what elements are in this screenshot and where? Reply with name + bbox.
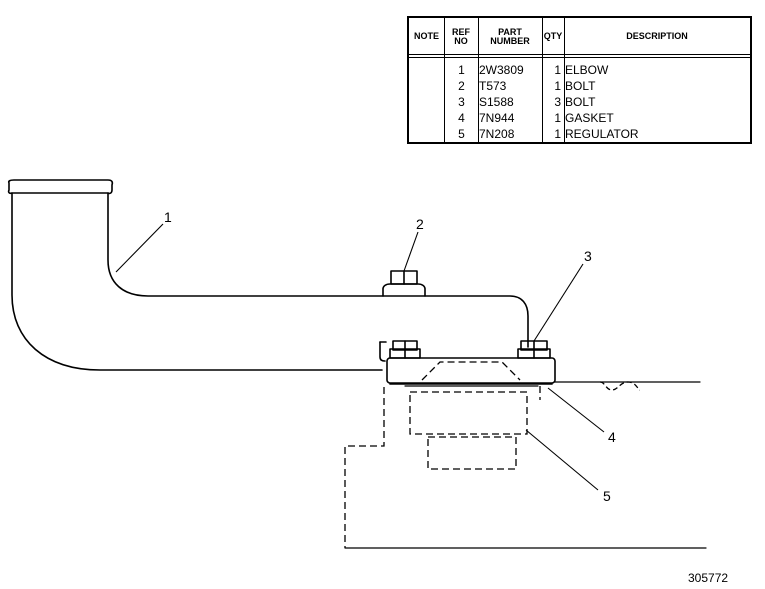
callout-2: 2: [416, 216, 424, 232]
leader-4: [547, 387, 605, 433]
bolt-3-right: [517, 340, 551, 359]
housing-hidden-outline: [344, 387, 385, 548]
regulator-hidden-stem: [427, 436, 517, 470]
callout-4: 4: [608, 429, 616, 445]
callout-5: 5: [603, 488, 611, 504]
regulator-hidden-body: [409, 391, 528, 435]
regulator-hidden-cap: [421, 361, 521, 381]
leader-1: [115, 223, 164, 273]
leader-2: [403, 231, 419, 272]
bolt-2: [382, 270, 426, 297]
elbow-pipe: [7, 179, 529, 371]
header-description: DESCRIPTION: [626, 31, 688, 41]
header-note: NOTE: [413, 31, 439, 41]
leader-3: [533, 263, 584, 342]
header-qty: QTY: [543, 31, 563, 41]
gasket: [389, 383, 553, 387]
bolt-3-left: [389, 340, 421, 359]
drawing-number: 305772: [688, 571, 729, 585]
flange-plate: [379, 341, 556, 384]
callout-3: 3: [584, 248, 592, 264]
callout-1: 1: [164, 209, 172, 225]
leader-5: [525, 429, 599, 491]
